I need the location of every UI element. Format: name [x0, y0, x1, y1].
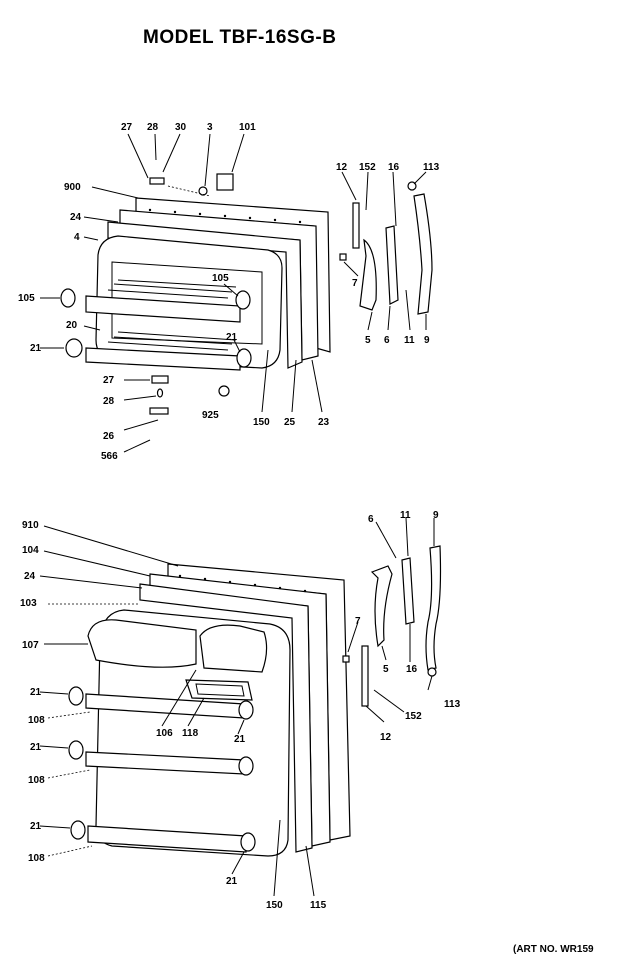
lower-door-assembly	[68, 545, 442, 857]
part-27	[151, 375, 169, 384]
callout-23: 23	[318, 417, 330, 428]
shelf-bracket-105-left	[60, 288, 76, 308]
callout-6-lower: 6	[368, 514, 374, 525]
callout-7: 7	[352, 278, 358, 289]
callout-152: 152	[359, 162, 376, 173]
art-number: (ART NO. WR159	[513, 944, 594, 955]
part-3	[198, 186, 208, 196]
callout-20: 20	[66, 320, 78, 331]
callout-24-lower: 24	[24, 571, 36, 582]
callout-27-lower: 27	[103, 375, 115, 386]
bracket-21-right-2	[238, 756, 254, 776]
callout-7-lower: 7	[355, 616, 361, 627]
lower-shelf-bar-3	[87, 825, 247, 853]
callout-152-lower: 152	[405, 711, 422, 722]
bracket-21-1	[68, 686, 84, 706]
handle-5-lower	[370, 565, 393, 648]
bracket-21-3	[70, 820, 86, 840]
callout-103: 103	[20, 598, 37, 609]
callout-150: 150	[253, 417, 270, 428]
hinge-12-lower	[361, 645, 369, 707]
callout-12-lower: 12	[380, 732, 392, 743]
tray-118	[185, 679, 253, 701]
bracket-21-right-3	[240, 832, 256, 852]
callout-101: 101	[239, 122, 256, 133]
callout-115: 115	[310, 900, 327, 911]
trim-9	[413, 193, 433, 315]
part-113-lower	[427, 667, 437, 677]
upper-shelf-2	[85, 347, 241, 371]
callout-25: 25	[284, 417, 296, 428]
upper-shelf-1	[85, 295, 241, 323]
callout-21-l3: 21	[30, 821, 42, 832]
callout-118: 118	[182, 728, 199, 739]
callout-5-lower: 5	[383, 664, 389, 675]
callout-566: 566	[101, 451, 118, 462]
callout-21-l1: 21	[30, 687, 42, 698]
callout-12: 12	[336, 162, 348, 173]
part-28	[156, 388, 164, 398]
handle-5	[359, 238, 377, 311]
callout-900: 900	[64, 182, 81, 193]
callout-21-right: 21	[226, 332, 238, 343]
callout-9: 9	[424, 335, 430, 346]
callout-16: 16	[388, 162, 400, 173]
callout-21-l2: 21	[30, 742, 42, 753]
part-7-lower	[342, 655, 350, 663]
callout-108-1: 108	[28, 715, 45, 726]
callout-6: 6	[384, 335, 390, 346]
bracket-21-2	[68, 740, 84, 760]
dairy-compartment-right	[199, 624, 268, 673]
callout-108-3: 108	[28, 853, 45, 864]
callout-4: 4	[74, 232, 80, 243]
callout-11: 11	[404, 335, 415, 346]
callout-21-left: 21	[30, 343, 42, 354]
upper-door-assembly	[60, 173, 433, 415]
callout-26: 26	[103, 431, 115, 442]
part-101	[216, 173, 234, 191]
model-title: MODEL TBF-16SG-B	[143, 27, 337, 48]
trim-9-lower	[425, 545, 442, 671]
callout-106: 106	[156, 728, 173, 739]
callout-11-lower: 11	[400, 510, 411, 521]
callout-105-right: 105	[212, 273, 229, 284]
dairy-door-107	[87, 619, 197, 668]
callout-5: 5	[365, 335, 371, 346]
callout-21-r3: 21	[226, 876, 238, 887]
callout-28: 28	[147, 122, 159, 133]
trim-6	[385, 225, 399, 305]
hinge-12	[352, 202, 360, 249]
callout-108-2: 108	[28, 775, 45, 786]
shelf-bracket-21-right	[236, 348, 252, 368]
callout-3: 3	[207, 122, 213, 133]
lower-door-liner-frame	[139, 583, 313, 853]
callout-925: 925	[202, 410, 219, 421]
callout-104: 104	[22, 545, 39, 556]
lower-callout-labels: 910 104 24 103 107 21 108 21 108 21 108 …	[20, 510, 461, 911]
trim-6-lower	[401, 557, 415, 625]
callout-27: 27	[121, 122, 133, 133]
bracket-21-right-1	[238, 700, 254, 720]
callout-150-lower: 150	[266, 900, 283, 911]
upper-callout-labels: 27 28 30 3 101 900 24 4 105 105 20 21 21…	[18, 122, 440, 462]
callout-113: 113	[423, 162, 440, 173]
callout-28-lower: 28	[103, 396, 115, 407]
part-925	[218, 385, 230, 397]
part-26	[149, 407, 169, 415]
callout-107: 107	[22, 640, 39, 651]
callout-21-r1: 21	[234, 734, 246, 745]
callout-9-lower: 9	[433, 510, 439, 521]
callout-16-lower: 16	[406, 664, 418, 675]
part-27-top	[149, 177, 165, 185]
shelf-bracket-105-right	[235, 290, 251, 310]
callout-113-lower: 113	[444, 699, 461, 710]
part-7	[339, 253, 347, 261]
callout-105-left: 105	[18, 293, 35, 304]
shelf-bracket-21-left	[65, 338, 83, 358]
callout-30: 30	[175, 122, 187, 133]
callout-910: 910	[22, 520, 39, 531]
callout-24: 24	[70, 212, 82, 223]
